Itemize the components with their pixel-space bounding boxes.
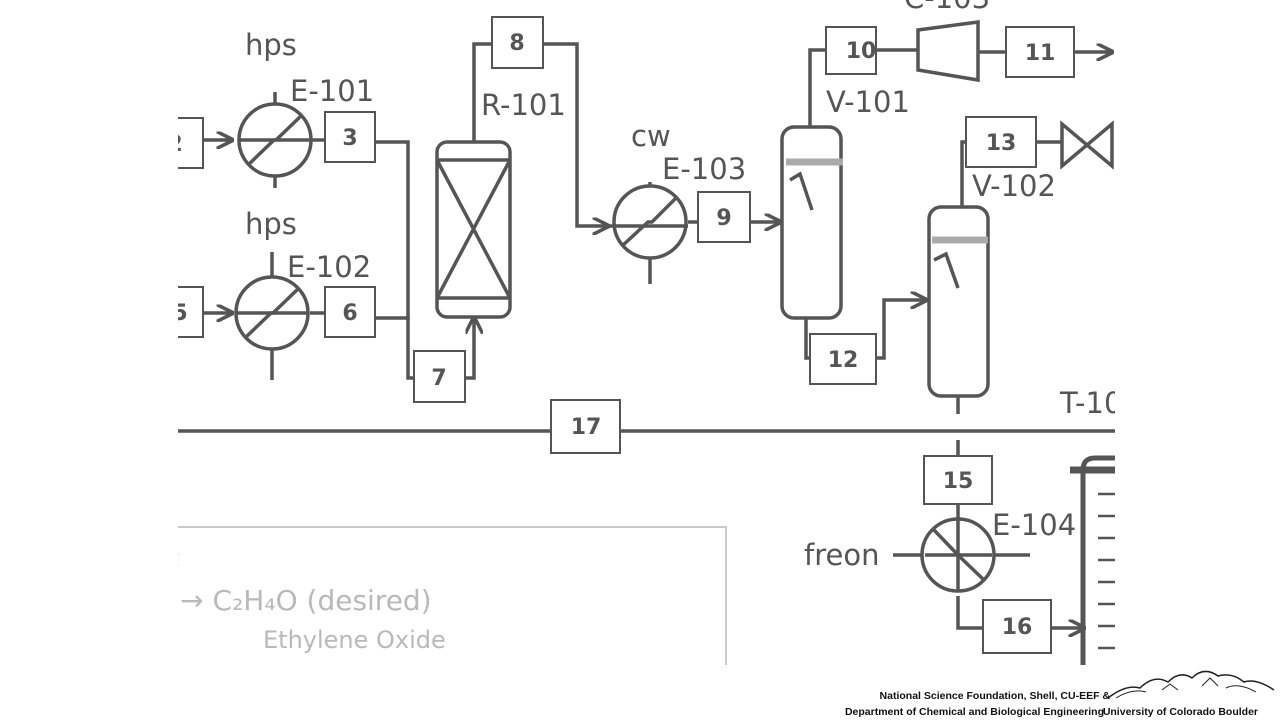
- equipment-label-r101: R-101: [481, 88, 566, 122]
- stream-label-13: 13: [986, 131, 1017, 156]
- stream-label-10: 10: [846, 39, 877, 64]
- stream-label-6: 6: [342, 301, 357, 326]
- stream-box-11: [1005, 26, 1075, 78]
- stream-box-15: [923, 455, 993, 505]
- stream-lines: [178, 42, 1115, 628]
- equipment-label-v101: V-101: [826, 85, 910, 119]
- utility-label-hps-top: hps: [245, 28, 297, 62]
- stream-label-5: 5: [172, 301, 187, 326]
- equipment-label-e102: E-102: [287, 250, 371, 284]
- reaction-product-label: Ethylene Oxide: [263, 626, 446, 654]
- tank-t10: [1070, 455, 1115, 665]
- stream-box-6: [324, 286, 376, 338]
- stream-label-8: 8: [509, 31, 524, 56]
- utility-label-cw: cw: [631, 119, 671, 153]
- vessel-v102: [927, 205, 990, 398]
- heat-exchanger-e102: [234, 252, 310, 380]
- stream-label-11: 11: [1025, 41, 1056, 66]
- stream-box-7: [413, 350, 466, 403]
- equipment-label-c103: C-103: [904, 0, 990, 15]
- stream-box-5: [178, 286, 204, 338]
- stream-label-7: 7: [431, 366, 446, 391]
- reaction-box: : O₂ → C₂H₄O (desired) Ethylene Oxide: [138, 526, 727, 665]
- heat-exchanger-e101: [237, 92, 313, 188]
- stream-label-16: 16: [1002, 615, 1033, 640]
- equipment-label-e104: E-104: [992, 508, 1076, 542]
- reactor-r101: [435, 140, 512, 319]
- university-name: University of Colorado Boulder: [1102, 706, 1258, 718]
- stream-label-2: 2: [167, 132, 182, 157]
- equipment-label-v102: V-102: [972, 169, 1056, 203]
- reaction-equation: O₂ → C₂H₄O (desired): [138, 584, 432, 617]
- utility-label-freon: freon: [804, 538, 879, 572]
- stream-box-2: [178, 117, 204, 169]
- heat-exchanger-e104: [920, 517, 996, 593]
- credits-footer: National Science Foundation, Shell, CU-E…: [800, 660, 1280, 720]
- stream-box-12: [809, 333, 877, 385]
- stream-box-13: [965, 116, 1037, 168]
- credits-line2: Department of Chemical and Biological En…: [844, 706, 1104, 718]
- valve-icon: [1060, 120, 1114, 170]
- credits-line1: National Science Foundation, Shell, CU-E…: [879, 690, 1110, 702]
- equipment-label-e101: E-101: [290, 74, 374, 108]
- stream-label-12: 12: [828, 348, 859, 373]
- equipment-label-e103: E-103: [662, 152, 746, 186]
- utility-label-hps-bottom: hps: [245, 207, 297, 241]
- stream-label-9: 9: [716, 206, 731, 231]
- mountain-logo-icon: [1107, 670, 1275, 699]
- stream-box-8: [491, 16, 544, 69]
- stream-label-15: 15: [943, 469, 974, 494]
- stream-box-3: [324, 111, 376, 163]
- compressor-c103: [916, 20, 980, 83]
- stream-box-9: [697, 191, 751, 243]
- equipment-label-t10: T-10: [1059, 386, 1122, 420]
- heat-exchanger-e103: [610, 182, 688, 284]
- stream-label-17: 17: [571, 415, 602, 440]
- stream-box-10: [825, 26, 877, 75]
- reaction-colon: :: [172, 541, 181, 574]
- stream-label-3: 3: [342, 126, 357, 151]
- stream-box-17: [550, 399, 621, 454]
- vessel-v101: [780, 125, 843, 320]
- stream-box-16: [982, 599, 1052, 654]
